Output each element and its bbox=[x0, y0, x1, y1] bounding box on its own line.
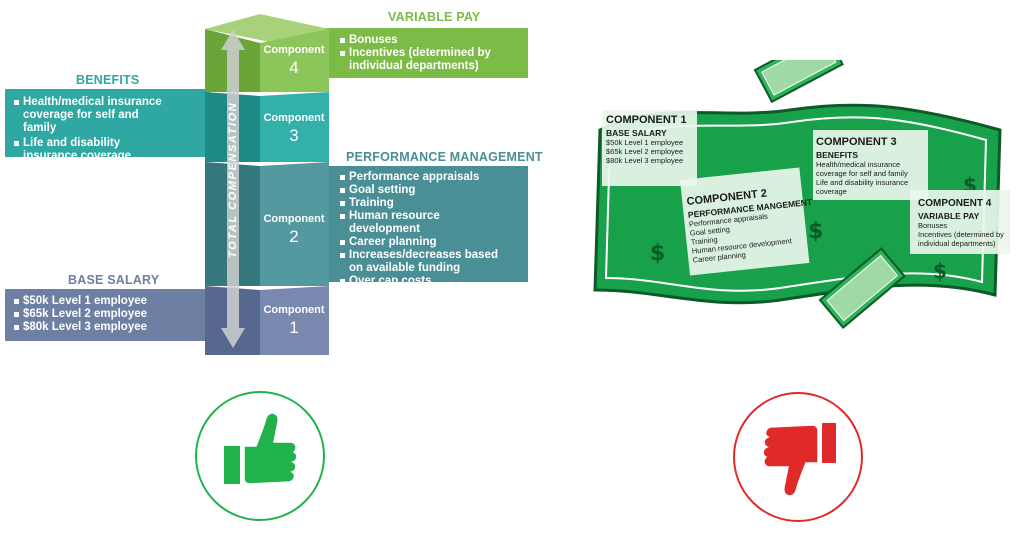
list-item: Human resource development bbox=[339, 210, 509, 236]
performance-box: Performance appraisals Goal setting Trai… bbox=[325, 166, 528, 287]
list-item: Training bbox=[339, 197, 509, 210]
variable-pay-heading: VARIABLE PAY bbox=[388, 10, 481, 24]
money-card-2: COMPONENT 2 PERFORMANCE MANGEMENT Perfor… bbox=[686, 183, 817, 265]
card-line: Bonuses bbox=[918, 221, 948, 230]
base-salary-box: $50k Level 1 employee $65k Level 2 emplo… bbox=[5, 289, 210, 341]
card-line: coverage for self and family bbox=[816, 169, 908, 178]
card-line: $65k Level 2 employee bbox=[606, 147, 684, 156]
component-2-right bbox=[260, 162, 329, 286]
money-pile: $ $ $ $ bbox=[593, 60, 1010, 329]
list-item: Over cap costs bbox=[339, 275, 509, 288]
component-number: 4 bbox=[289, 58, 299, 77]
component-number: 1 bbox=[289, 318, 299, 337]
base-salary-heading: BASE SALARY bbox=[68, 273, 160, 287]
component-3-label: Component 3 bbox=[262, 112, 326, 146]
list-item: Health/medical insurance coverage for se… bbox=[13, 96, 173, 135]
list-item: Performance appraisals bbox=[339, 171, 509, 184]
card-line: Health/medical insurance bbox=[816, 160, 901, 169]
money-card-3: COMPONENT 3 BENEFITS Health/medical insu… bbox=[816, 136, 908, 196]
benefits-box: Health/medical insurance coverage for se… bbox=[5, 89, 210, 162]
card-title: COMPONENT 1 bbox=[606, 114, 687, 126]
card-title: COMPONENT 4 bbox=[918, 198, 992, 209]
card-subtitle: VARIABLE PAY bbox=[918, 211, 980, 221]
list-item: Incentives (determined by individual dep… bbox=[339, 47, 499, 73]
dollar-bill-icon bbox=[818, 247, 906, 329]
component-number: 2 bbox=[289, 227, 299, 246]
dollar-bill-icon bbox=[753, 60, 844, 104]
card-subtitle: BASE SALARY bbox=[606, 128, 667, 138]
list-item: Bonuses bbox=[339, 34, 499, 47]
card-title: COMPONENT 3 bbox=[816, 136, 897, 148]
list-item: Life and disability insurance coverage bbox=[13, 137, 173, 163]
list-item: $50k Level 1 employee bbox=[13, 295, 210, 308]
benefits-heading: BENEFITS bbox=[76, 73, 140, 87]
component-word: Component bbox=[263, 213, 325, 225]
total-compensation-label: TOTAL COMPENSATION bbox=[227, 101, 239, 258]
card-line: individual departments) bbox=[918, 239, 996, 248]
list-item: Career planning bbox=[339, 236, 509, 249]
money-card-1: COMPONENT 1 BASE SALARY $50k Level 1 emp… bbox=[606, 114, 687, 165]
card-line: coverage bbox=[816, 187, 847, 196]
component-column bbox=[205, 14, 329, 355]
list-item: Goal setting bbox=[339, 184, 509, 197]
component-4-label: Component 4 bbox=[262, 44, 326, 78]
dollar-sign-icon: $ bbox=[650, 241, 665, 266]
thumbs-down-icon bbox=[733, 392, 863, 522]
double-arrow-icon bbox=[221, 30, 245, 348]
component-word: Component bbox=[263, 112, 325, 124]
component-1-right bbox=[260, 286, 329, 355]
list-item: $65k Level 2 employee bbox=[13, 308, 210, 321]
list-item: Increases/decreases based on available f… bbox=[339, 249, 509, 275]
card-line: $50k Level 1 employee bbox=[606, 138, 684, 147]
thumbs-up-icon bbox=[195, 391, 325, 521]
component-1-label: Component 1 bbox=[262, 304, 326, 338]
component-4-right bbox=[260, 29, 329, 92]
dollar-sign-icon: $ bbox=[808, 219, 823, 244]
list-item: $80k Level 3 employee bbox=[13, 321, 210, 334]
component-number: 3 bbox=[289, 126, 299, 145]
component-word: Component bbox=[263, 304, 325, 316]
money-card-4: COMPONENT 4 VARIABLE PAY Bonuses Incenti… bbox=[918, 198, 1004, 248]
dollar-sign-icon: $ bbox=[933, 259, 947, 283]
component-word: Component bbox=[263, 44, 325, 56]
component-3-right bbox=[260, 92, 329, 162]
card-line: $80k Level 3 employee bbox=[606, 156, 684, 165]
component-2-label: Component 2 bbox=[262, 213, 326, 247]
performance-heading: PERFORMANCE MANAGEMENT bbox=[346, 150, 543, 164]
card-subtitle: BENEFITS bbox=[816, 150, 859, 160]
card-line: Incentives (determined by bbox=[918, 230, 1004, 239]
card-line: Life and disability insurance bbox=[816, 178, 909, 187]
variable-pay-box: Bonuses Incentives (determined by indivi… bbox=[325, 28, 528, 78]
